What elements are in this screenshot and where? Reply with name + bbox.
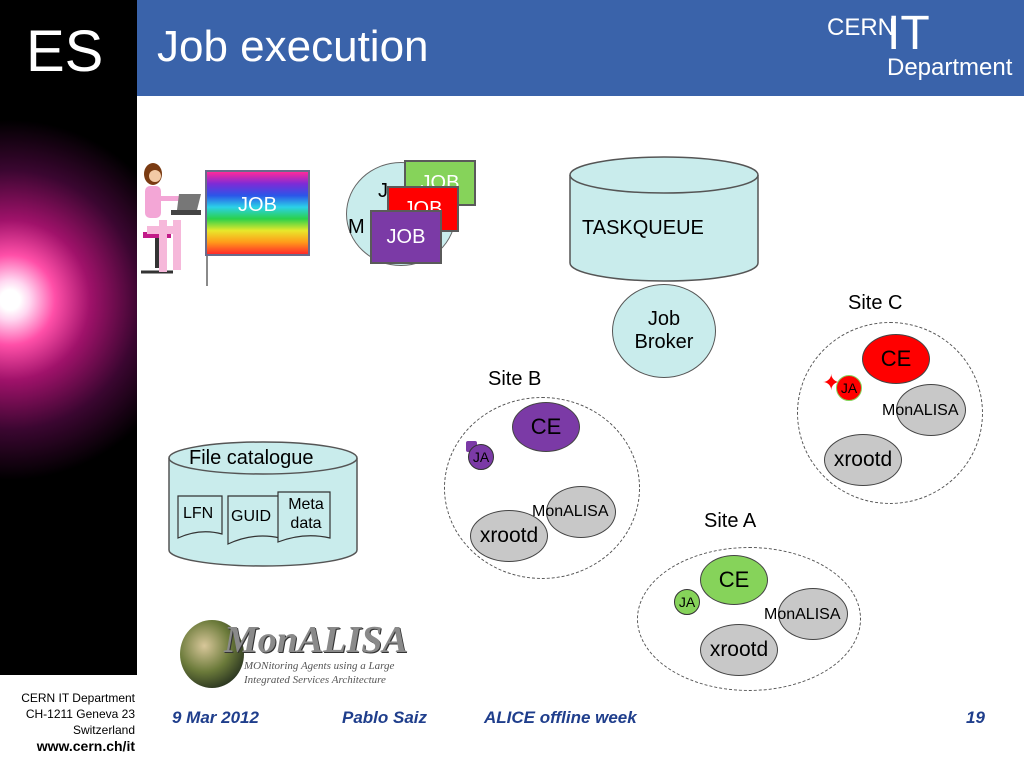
site-b-xrootd-label: xrootd (479, 524, 539, 547)
job-manager-fragment-m: M (348, 216, 365, 238)
site-a-monalisa (778, 588, 848, 640)
taskqueue-cylinder-icon (569, 156, 759, 282)
monalisa-logo: MonALISA MONitoring Agents using a Large… (178, 618, 420, 694)
footer-address-line1: CERN IT Department (21, 691, 135, 705)
footer-author: Pablo Saiz (342, 708, 428, 727)
user-job-label: JOB (238, 194, 277, 216)
user-at-laptop-icon (141, 163, 201, 274)
site-c-xrootd-label: xrootd (833, 448, 893, 471)
site-a-ja: JA (674, 589, 700, 615)
site-b-monalisa-label: MonALISA (532, 503, 609, 520)
footer-address-line2: CH-1211 Geneva 23 (25, 707, 135, 721)
footer-website-link[interactable]: www.cern.ch/it (36, 738, 135, 754)
footer-event: ALICE offline week (484, 708, 637, 727)
metadata-label: Meta data (280, 495, 332, 533)
site-a-xrootd: xrootd (700, 624, 778, 676)
monalisa-globe-icon (180, 620, 244, 688)
footer-address: CERN IT Department CH-1211 Geneva 23 Swi… (0, 690, 135, 754)
site-b-ce: CE (512, 402, 580, 452)
monalisa-logo-tagline-2: Integrated Services Architecture (244, 674, 386, 686)
site-a-xrootd-label: xrootd (709, 638, 769, 661)
site-c-ja: JA (836, 375, 862, 401)
site-c-label: Site C (848, 292, 903, 314)
cern-logo-text: CERN (827, 14, 896, 41)
site-c-xrootd: xrootd (824, 434, 902, 486)
page-title: Job execution (157, 22, 429, 71)
taskqueue-label: TASKQUEUE (582, 217, 704, 239)
left-decorative-panel: ES (0, 0, 137, 675)
lfn-label: LFN (183, 505, 214, 522)
site-a-monalisa-label: MonALISA (764, 606, 841, 623)
site-a-ja-label: JA (678, 594, 696, 610)
site-a-boundary (637, 547, 861, 691)
user-stand-line (206, 254, 208, 286)
file-catalogue-cylinder-icon (168, 441, 358, 567)
job-manager-fragment-j: J (378, 180, 388, 202)
site-b-boundary (444, 397, 640, 579)
footer-page-number: 19 (966, 708, 985, 727)
site-c-ce: CE (862, 334, 930, 384)
es-badge: ES (26, 19, 104, 84)
job-card-purple-label: JOB (386, 225, 426, 248)
metadata-label-line2: data (290, 515, 322, 532)
site-b-label: Site B (488, 368, 542, 390)
monalisa-logo-tagline-1: MONitoring Agents using a Large (244, 660, 395, 672)
metadata-label-line1: Meta (288, 496, 324, 513)
department-logo-text: Department (887, 54, 1013, 81)
monalisa-logo-name: MonALISA (224, 619, 408, 661)
site-c-ce-label: CE (880, 346, 912, 371)
site-b-ja-label: JA (472, 449, 490, 465)
file-catalogue-title: File catalogue (189, 447, 314, 469)
header-bar: Job execution CERN IT Department (137, 0, 1024, 96)
it-logo-text: IT (887, 7, 930, 60)
job-broker-node: Job Broker (612, 284, 716, 378)
site-c-ja-label: JA (840, 380, 858, 396)
site-b-xrootd: xrootd (470, 510, 548, 562)
site-b-ce-label: CE (530, 414, 562, 439)
site-c-boundary (797, 322, 983, 504)
footer-address-line3: Switzerland (72, 723, 135, 737)
job-broker-label-line1: Job (647, 308, 681, 330)
site-a-label: Site A (704, 510, 757, 532)
site-a-ce: CE (700, 555, 768, 605)
site-a-ce-label: CE (718, 567, 750, 592)
site-c-monalisa-label: MonALISA (882, 402, 959, 419)
user-job-card: JOB (205, 170, 310, 256)
job-broker-label-line2: Broker (634, 331, 694, 353)
job-card-purple: JOB (370, 210, 442, 264)
site-b-monalisa (546, 486, 616, 538)
site-c-monalisa (896, 384, 966, 436)
site-c-ja-spark-icon: ✦ (822, 370, 841, 395)
site-b-ja: JA (468, 444, 494, 470)
guid-label: GUID (231, 508, 271, 525)
footer-date: 9 Mar 2012 (172, 708, 259, 727)
